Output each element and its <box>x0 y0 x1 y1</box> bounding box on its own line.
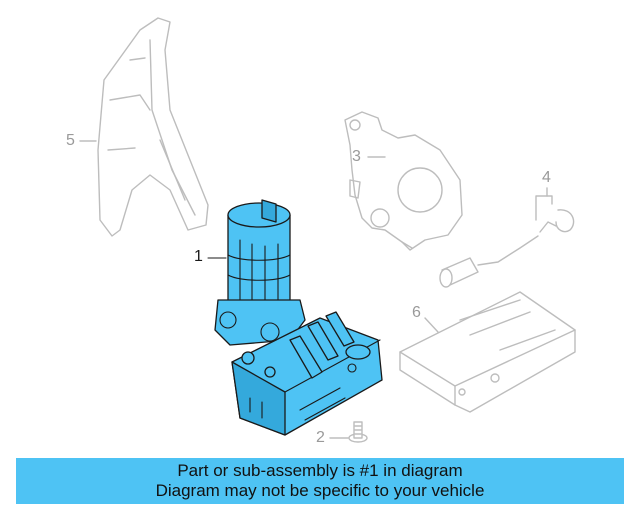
callout-3: 3 <box>352 148 361 165</box>
part-1-abs-assembly <box>214 199 383 436</box>
part-5-shield <box>97 17 209 237</box>
info-banner: Part or sub-assembly is #1 in diagram Di… <box>16 458 624 504</box>
callout-1: 1 <box>194 248 203 265</box>
callout-2: 2 <box>316 429 325 446</box>
part-6-module <box>399 291 576 413</box>
callout-6: 6 <box>412 304 421 321</box>
leader-lines <box>79 140 548 439</box>
part-2-bolt <box>348 421 368 443</box>
callout-4: 4 <box>542 169 551 186</box>
callout-5: 5 <box>66 132 75 149</box>
part-3-bracket <box>344 111 463 251</box>
part-4-sensor <box>439 195 575 288</box>
banner-line-1: Part or sub-assembly is #1 in diagram <box>177 461 463 480</box>
banner-line-2: Diagram may not be specific to your vehi… <box>155 481 485 500</box>
